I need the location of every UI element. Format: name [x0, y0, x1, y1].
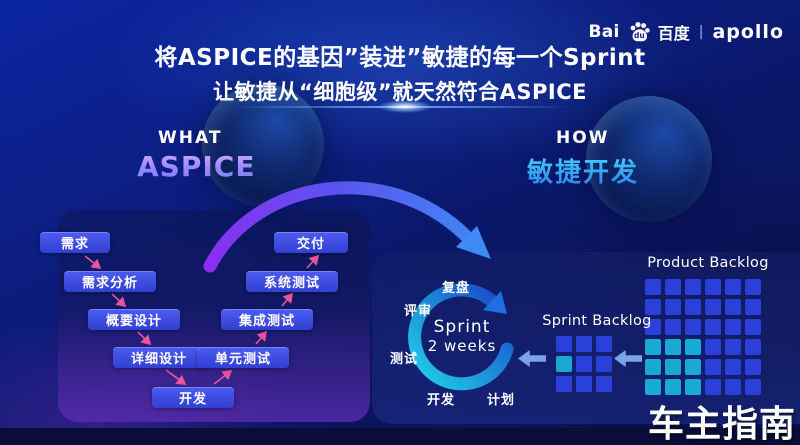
backlog-cell — [645, 279, 661, 295]
backlog-cell — [705, 279, 721, 295]
aspice-heading: ASPICE — [137, 150, 256, 183]
backlog-cell — [665, 279, 681, 295]
vmodel-box-unit-test: 单元测试 — [197, 347, 289, 368]
apollo-wordmark: apollo — [712, 21, 784, 43]
backlog-cell — [685, 299, 701, 315]
backlog-cell — [645, 299, 661, 315]
backlog-cell — [725, 279, 741, 295]
backlog-cell — [685, 379, 701, 395]
backlog-cell — [685, 279, 701, 295]
what-kicker: WHAT — [158, 128, 223, 148]
backlog-cell — [745, 319, 761, 335]
sphere-decoration-right — [586, 96, 712, 222]
backlog-cell — [745, 379, 761, 395]
backlog-cell — [665, 339, 681, 355]
baidu-paw-icon: du — [630, 22, 650, 42]
backlog-cell — [665, 359, 681, 375]
backlog-cell — [556, 376, 572, 392]
backlog-cell — [576, 356, 592, 372]
sprint-center-text: Sprint 2 weeks — [412, 317, 512, 355]
backlog-cell — [725, 339, 741, 355]
sprint-center-line1: Sprint — [433, 317, 491, 337]
backlog-cell — [705, 299, 721, 315]
sprint-backlog-grid — [556, 336, 612, 392]
backlog-cell — [745, 359, 761, 375]
vmodel-box-detailed-design: 详细设计 — [113, 347, 205, 368]
backlog-cell — [685, 339, 701, 355]
backlog-cell — [745, 339, 761, 355]
backlog-cell — [576, 336, 592, 352]
backlog-cell — [596, 356, 612, 372]
backlog-cell — [705, 359, 721, 375]
vmodel-box-delivery: 交付 — [274, 232, 348, 253]
backlog-cell — [725, 299, 741, 315]
backlog-cell — [705, 319, 721, 335]
sprint-backlog-label: Sprint Backlog — [542, 313, 652, 329]
baidu-wordmark: Bai — [588, 22, 620, 42]
backlog-cell — [665, 379, 681, 395]
backlog-cell — [745, 279, 761, 295]
backlog-cell — [576, 376, 592, 392]
light-streak-flare — [378, 100, 432, 113]
bottom-strip — [0, 428, 800, 445]
vmodel-box-high-level-design: 概要设计 — [88, 309, 180, 330]
backlog-cell — [645, 319, 661, 335]
vmodel-box-system-test: 系统测试 — [246, 271, 338, 292]
backlog-cell — [725, 379, 741, 395]
backlog-cell — [556, 356, 572, 372]
backlog-cell — [665, 319, 681, 335]
slide-subtitle: 让敏捷从“细胞级”就天然符合ASPICE — [213, 80, 587, 104]
backlog-cell — [596, 376, 612, 392]
backlog-cell — [725, 359, 741, 375]
backlog-cell — [645, 339, 661, 355]
backlog-cell — [685, 319, 701, 335]
vmodel-box-requirement-analysis: 需求分析 — [64, 271, 156, 292]
product-backlog-label: Product Backlog — [647, 255, 769, 271]
backlog-cell — [745, 299, 761, 315]
backlog-cell — [645, 359, 661, 375]
logo-divider: | — [698, 24, 704, 40]
backlog-cell — [685, 359, 701, 375]
sprint-label-dev: 开发 — [427, 393, 456, 408]
vmodel-box-development: 开发 — [152, 387, 234, 408]
sprint-label-retrospective: 复盘 — [442, 281, 471, 296]
sprint-center-line2: 2 weeks — [427, 337, 497, 355]
backlog-cell — [705, 339, 721, 355]
agile-heading: 敏捷开发 — [527, 152, 639, 189]
baidu-cn-wordmark: 百度 — [657, 24, 690, 43]
product-backlog-grid — [645, 279, 761, 395]
backlog-cell — [645, 379, 661, 395]
sprint-label-plan: 计划 — [487, 393, 516, 408]
backlog-cell — [556, 336, 572, 352]
brand-logo: Bai du 百度 | apollo — [589, 20, 784, 44]
backlog-cell — [725, 319, 741, 335]
watermark-text: 车主指南 — [648, 404, 797, 445]
how-kicker: HOW — [556, 128, 610, 148]
vmodel-box-requirements: 需求 — [40, 232, 110, 253]
backlog-cell — [665, 299, 681, 315]
vmodel-box-integration-test: 集成测试 — [221, 309, 313, 330]
backlog-cell — [705, 379, 721, 395]
slide-title: 将ASPICE的基因”装进”敏捷的每一个Sprint — [154, 45, 646, 71]
baidu-du-text: du — [634, 31, 645, 40]
backlog-cell — [596, 336, 612, 352]
